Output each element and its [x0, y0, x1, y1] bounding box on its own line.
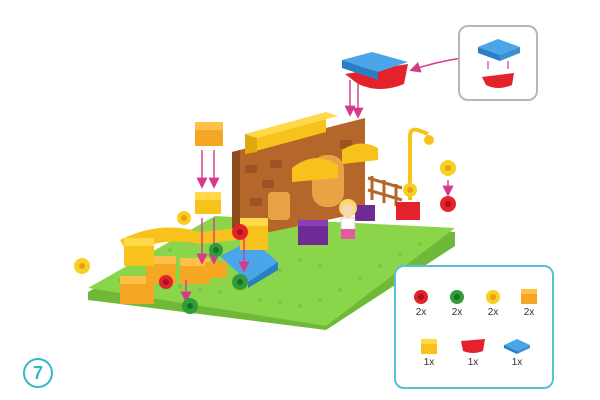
assembly-arrows — [180, 57, 463, 303]
fence — [367, 176, 403, 206]
part-red-roof: 1x — [456, 337, 490, 368]
yellow-slide — [120, 227, 238, 254]
red-flower-icon — [414, 290, 428, 304]
inset-detail — [458, 25, 538, 101]
part-qty: 2x — [451, 307, 463, 318]
part-qty: 1x — [511, 357, 523, 368]
part-green-flower: 2x — [440, 289, 474, 318]
part-qty: 1x — [467, 357, 479, 368]
purple-bricks — [298, 205, 375, 245]
parts-list: 2x 2x 2x 2x 1x 1x 1x — [394, 265, 554, 389]
lamp-post — [408, 127, 434, 200]
blue-plate-icon — [504, 339, 530, 354]
part-orange-brick: 2x — [512, 287, 546, 318]
part-qty: 2x — [415, 307, 427, 318]
yellow-flower-icon — [486, 290, 500, 304]
part-blue-plate: 1x — [500, 337, 534, 368]
step-number: 7 — [23, 358, 53, 388]
part-qty: 2x — [523, 307, 535, 318]
wall-top-bricks — [245, 112, 338, 154]
toddler-figure — [339, 199, 357, 239]
part-red-flower: 2x — [404, 289, 438, 318]
green-flower-icon — [450, 290, 464, 304]
part-yellow-brick: 1x — [412, 337, 446, 368]
yellow-awnings — [292, 143, 378, 182]
part-yellow-flower: 2x — [476, 289, 510, 318]
flowers — [74, 160, 456, 314]
floating-yellow-brick — [195, 192, 221, 214]
blue-ramp — [220, 240, 278, 288]
floating-orange-brick — [195, 122, 223, 146]
orange-brick-icon — [521, 289, 537, 304]
red-roof-icon — [461, 339, 485, 353]
house-window — [268, 192, 290, 220]
part-qty: 2x — [487, 307, 499, 318]
part-qty: 1x — [423, 357, 435, 368]
floating-roof-piece — [342, 52, 408, 89]
roof-assembly-icon — [478, 39, 520, 88]
yellow-brick-icon — [421, 339, 437, 354]
